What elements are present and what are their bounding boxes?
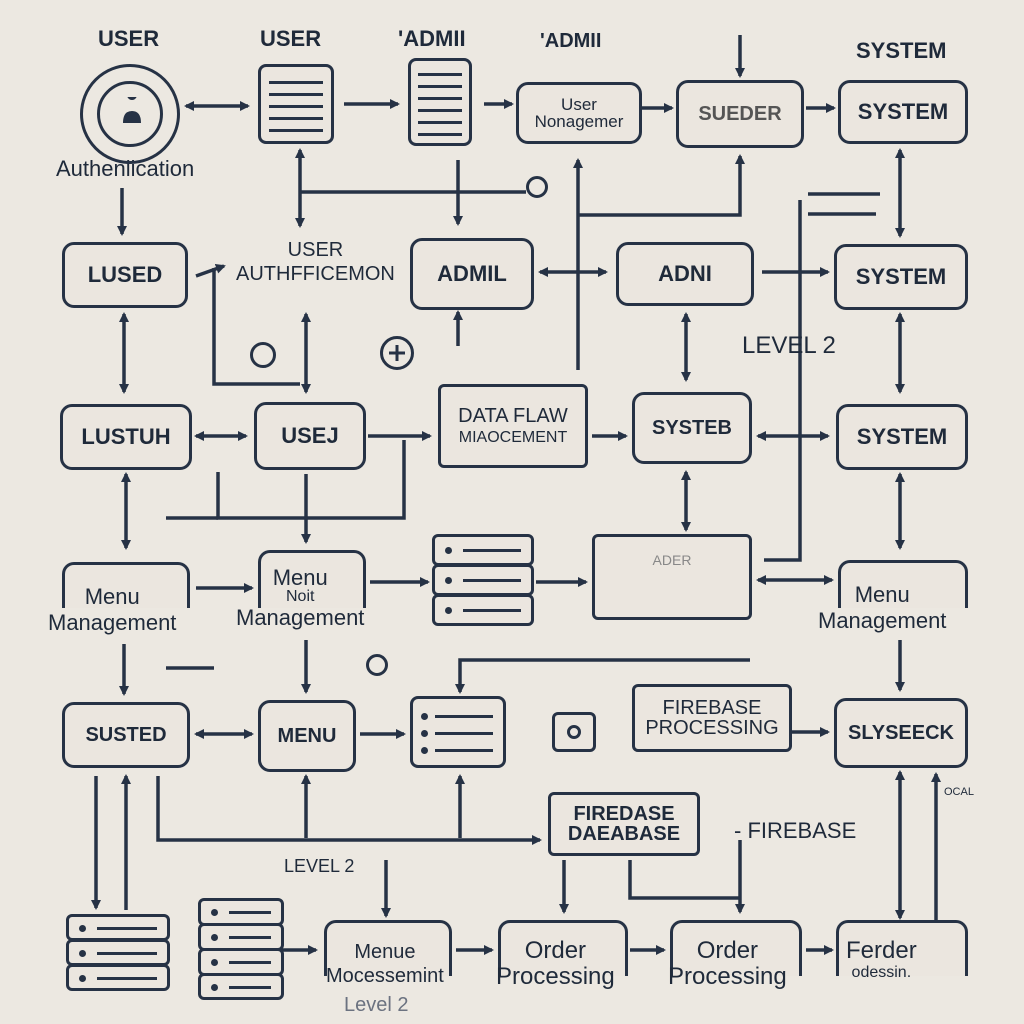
system-box: SYSTEM — [834, 244, 968, 310]
used-box: LUSED — [62, 242, 188, 308]
lustuh-box: LUSTUH — [60, 404, 192, 470]
ocal-label: OCAL — [944, 786, 974, 798]
menu-management-label: Menu Management — [818, 582, 946, 635]
box-label: SUEDER — [698, 103, 782, 125]
text-line: Ferder — [846, 937, 917, 964]
document-list-icon — [408, 58, 472, 146]
order-processing-box — [670, 920, 802, 976]
text-line: Management — [818, 608, 947, 634]
text-line: DATA FLAW — [458, 405, 568, 427]
text-line: Management — [48, 610, 177, 636]
document-list-icon — [258, 64, 334, 144]
text-line: MIAOCEMENT — [458, 429, 568, 446]
list-stack-icon — [432, 534, 534, 626]
menu-management-label: Menu Management — [48, 584, 176, 637]
database-stack-icon — [198, 898, 284, 1000]
system-box: SYSTEM — [838, 80, 968, 144]
box-label: LUSTUH — [81, 424, 171, 449]
user-circle-icon — [80, 64, 180, 164]
text-line: odessin. — [851, 964, 912, 982]
text-line: Order — [696, 937, 759, 964]
use-box: USEJ — [254, 402, 366, 470]
firebase-label: - FIREBASE — [734, 818, 857, 843]
plus-circle-icon — [380, 336, 414, 370]
box-label: ADER — [652, 552, 692, 568]
text-line: AUTHFFICEMON — [236, 263, 395, 285]
box-label: USEJ — [281, 423, 339, 448]
sueder-box: SUEDER — [676, 80, 804, 148]
text-line: Order — [524, 937, 587, 964]
box-label: SYSTEB — [651, 417, 733, 439]
level-2-label: LEVEL 2 — [284, 856, 355, 876]
system-label: SYSTEM — [856, 38, 947, 63]
box-label: SYSTEM — [857, 99, 949, 124]
text-line: Processing — [668, 963, 787, 991]
user-authentication-label: USER AUTHFFICEMON — [236, 238, 395, 286]
user-label: USER — [98, 26, 160, 51]
syste-box: SYSTEB — [632, 392, 752, 464]
firedase-database-box: FIREDASE DAEABASE — [548, 792, 700, 856]
order-processing-label: Order Processing — [496, 937, 615, 991]
box-label: ADMIL — [437, 261, 507, 286]
admin-label: 'ADMII — [398, 26, 466, 51]
box-label: MENU — [277, 725, 337, 747]
system-box: SYSTEM — [836, 404, 968, 470]
menu-management-label: Menu Noit Management — [236, 565, 365, 631]
adni-box: ADNI — [616, 242, 754, 306]
box-label: LUSED — [87, 262, 163, 287]
small-box-icon — [552, 712, 596, 752]
order-processing-label: Order Processing — [668, 937, 787, 991]
box-label: SYSTEM — [855, 264, 947, 289]
text-line: Menue — [354, 941, 416, 963]
level-2-label: Level 2 — [344, 994, 409, 1016]
text-line: Menu — [272, 565, 328, 590]
box-label: SYSTEM — [856, 424, 948, 449]
menue-box — [324, 920, 452, 976]
ferder-label: Ferder odessin. — [846, 937, 917, 982]
text-line: Management — [236, 605, 365, 631]
menu-management-box — [838, 560, 968, 608]
susted-box: SUSTED — [62, 702, 190, 768]
text-line: Mocessemint — [326, 965, 444, 987]
text-line: USER — [287, 239, 344, 261]
text-line: FIREBASE — [662, 697, 762, 719]
admin-box: ADMIL — [410, 238, 534, 310]
connector-node-icon — [250, 342, 276, 368]
box-label: User Nonagemer — [534, 95, 624, 131]
text-line: FIREDASE — [573, 803, 675, 825]
ferder-box — [836, 920, 968, 976]
order-processing-box — [498, 920, 628, 976]
text-line: Menu — [84, 584, 140, 609]
order-box: ADER — [592, 534, 752, 620]
database-stack-icon — [66, 914, 170, 991]
list-stack-icon — [410, 696, 506, 768]
text-line: DAEABASE — [567, 823, 681, 845]
box-label: ADNI — [658, 261, 712, 286]
menu-box: MENU — [258, 700, 356, 772]
syseck-box: SLYSEECK — [834, 698, 968, 768]
level-2-label: LEVEL 2 — [742, 332, 836, 359]
text-line: Processing — [496, 963, 615, 991]
text-line: PROCESSING — [645, 717, 779, 739]
firebase-processing-box: FIREBASE PROCESSING — [632, 684, 792, 752]
menu-management-box — [62, 562, 190, 608]
menue-label: Menue Mocessemint — [326, 940, 444, 988]
user-management-box: User Nonagemer — [516, 82, 642, 144]
user-label: USER — [260, 26, 322, 51]
text-line: Noit — [285, 587, 315, 605]
box-label: SLYSEECK — [848, 722, 954, 744]
admin-label: 'ADMII — [540, 30, 602, 52]
box-label: SUSTED — [85, 724, 167, 746]
text-line: Menu — [854, 582, 910, 607]
connector-node-icon — [366, 654, 388, 676]
menu-management-box — [258, 550, 366, 608]
data-flow-box: DATA FLAW MIAOCEMENT — [438, 384, 588, 468]
connector-node-icon — [526, 176, 548, 198]
